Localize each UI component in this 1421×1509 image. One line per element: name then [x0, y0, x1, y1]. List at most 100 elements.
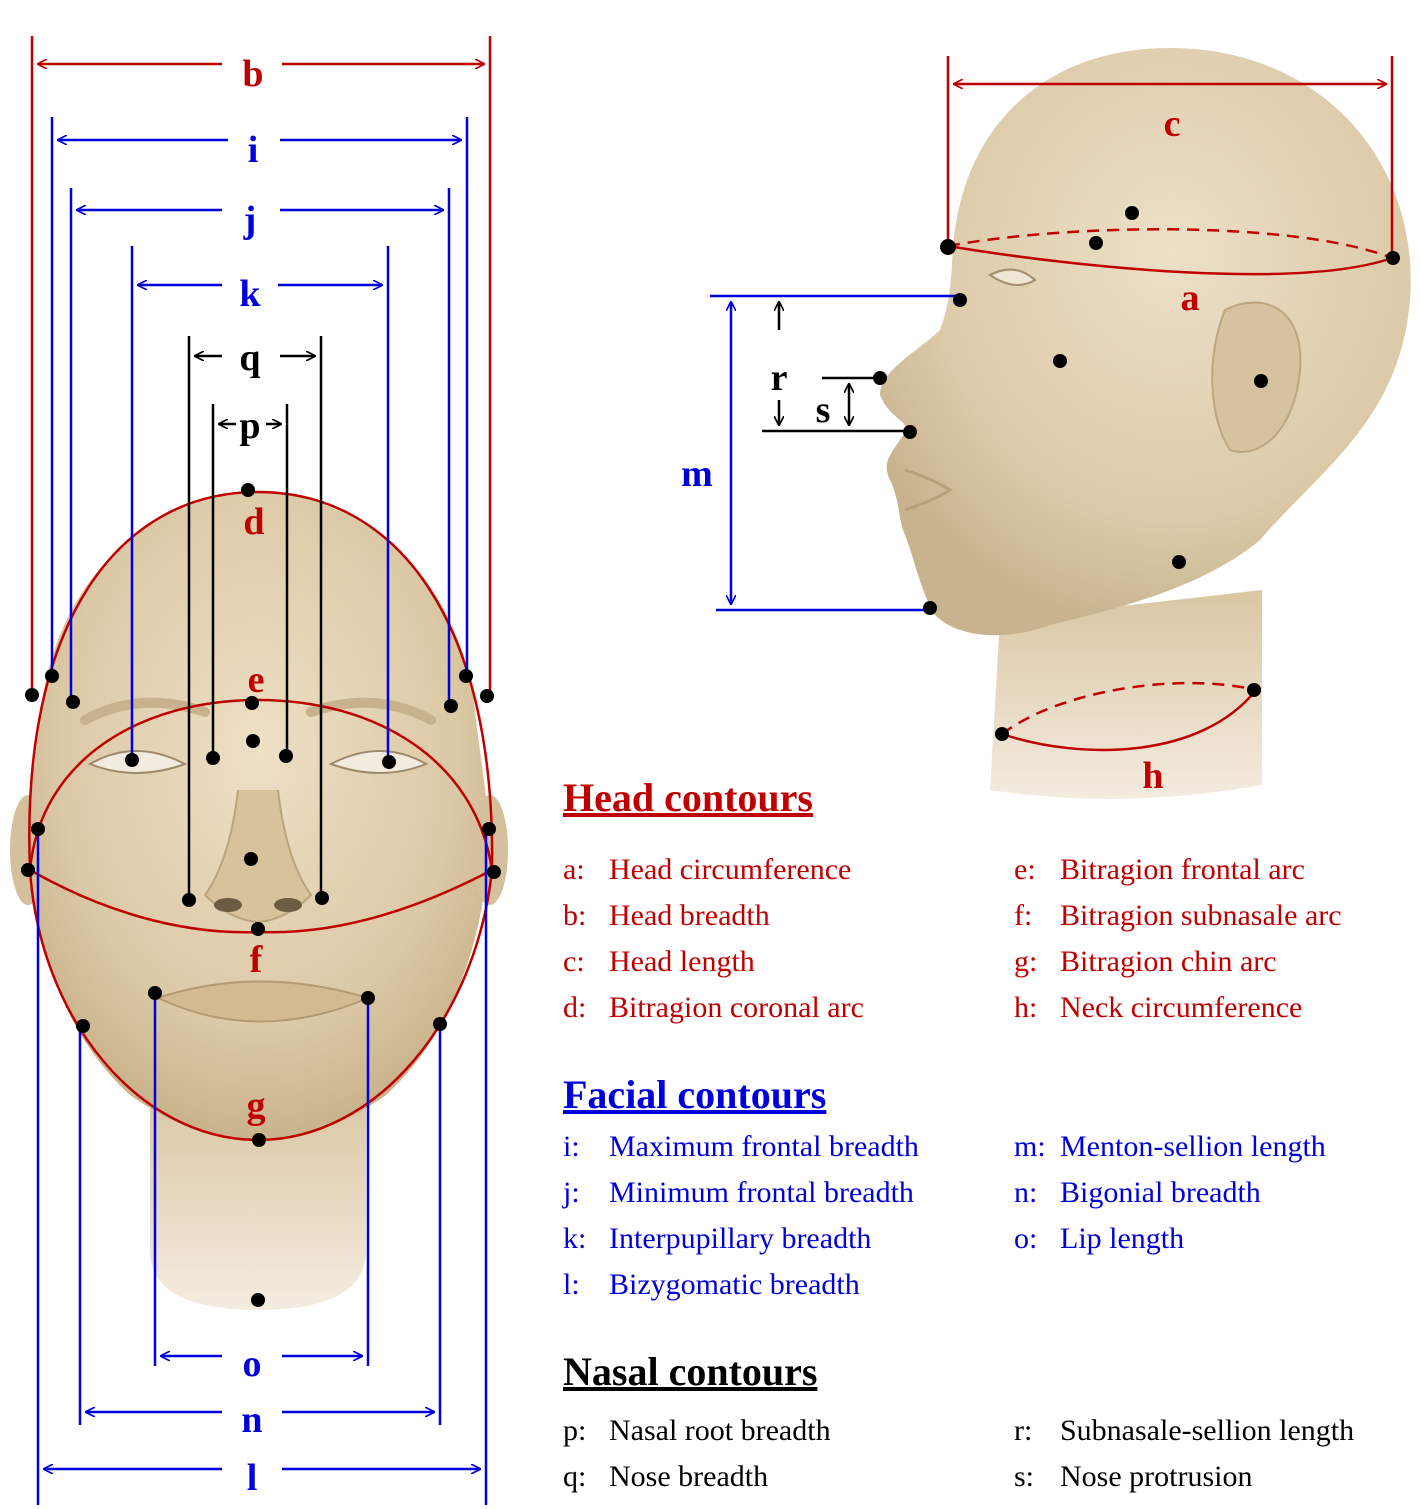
legend-text: Menton-sellion length — [1060, 1130, 1326, 1163]
legend-key: k: — [563, 1222, 587, 1255]
landmark-dot — [1172, 555, 1186, 569]
label-i: i — [248, 129, 259, 171]
landmark-dot — [245, 696, 259, 710]
landmark-dot — [361, 991, 375, 1005]
legend-key: f: — [1014, 899, 1033, 932]
label-f: f — [250, 939, 264, 981]
side-eye — [988, 268, 1037, 286]
right-ear — [472, 795, 508, 905]
landmark-dot — [487, 865, 501, 879]
landmark-dot — [482, 822, 496, 836]
legend-item-d: d:Bitragion coronal arc — [563, 990, 864, 1026]
landmark-dot — [31, 822, 45, 836]
front-guides-black — [187, 336, 323, 900]
side-lips — [904, 468, 953, 512]
legend-key: g: — [1014, 945, 1038, 978]
legend-text: Minimum frontal breadth — [609, 1176, 914, 1209]
landmark-dot — [76, 1019, 90, 1033]
legend-item-m: m: Menton-sellion length — [1014, 1129, 1326, 1165]
legend-item-l: l: Bizygomatic breadth — [563, 1267, 860, 1303]
legend-text: Nose protrusion — [1060, 1460, 1253, 1493]
label-a: a — [1181, 277, 1200, 319]
landmark-dot — [1386, 251, 1400, 265]
landmark-dot — [45, 669, 59, 683]
landmark-dot — [903, 425, 917, 439]
legend-item-o: o:Lip length — [1014, 1221, 1184, 1257]
front-neck — [150, 1090, 366, 1310]
legend-text: Subnasale-sellion length — [1060, 1414, 1355, 1447]
legend-item-i: i:Maximum frontal breadth — [563, 1129, 919, 1165]
legend-item-g: g: Bitragion chin arc — [1014, 944, 1277, 980]
landmark-dot — [241, 483, 255, 497]
label-q: q — [239, 337, 260, 379]
landmark-dot — [923, 601, 937, 615]
legend-text: Bitragion frontal arc — [1060, 853, 1305, 886]
legend-title-facial: Facial contours — [563, 1072, 827, 1117]
legend-text: Bitragion coronal arc — [609, 991, 864, 1024]
side-measurements — [710, 56, 1394, 752]
legend-key: c: — [563, 945, 585, 978]
legend-text: Bitragion chin arc — [1060, 945, 1277, 978]
landmark-dot — [480, 689, 494, 703]
legend-text: Bizygomatic breadth — [609, 1268, 860, 1301]
label-j: j — [243, 199, 257, 241]
legend-item-j: j: Minimum frontal breadth — [563, 1175, 914, 1211]
landmark-dot — [315, 891, 329, 905]
measurement-labels: b i j k q p d e f g o n l c a r s m h — [239, 53, 1199, 1499]
landmark-dot — [279, 749, 293, 763]
landmark-dot — [1247, 683, 1261, 697]
right-eye — [328, 750, 429, 774]
landmark-dot — [246, 734, 260, 748]
label-b: b — [242, 53, 263, 95]
label-p: p — [239, 405, 260, 447]
legend-text: Head length — [609, 945, 755, 978]
landmark-dot — [125, 753, 139, 767]
arc-a-back — [947, 228, 1393, 260]
legend-key: i: — [563, 1130, 580, 1163]
front-guides-blue — [36, 117, 488, 1505]
landmark-dot — [244, 852, 258, 866]
landmark-dot — [251, 922, 265, 936]
landmark-dot — [252, 1133, 266, 1147]
legend-key: r: — [1014, 1414, 1033, 1447]
landmark-dot — [206, 751, 220, 765]
label-n: n — [241, 1399, 262, 1441]
label-d: d — [243, 501, 264, 543]
label-o: o — [243, 1343, 262, 1385]
landmark-dot — [182, 893, 196, 907]
legend-key: m: — [1014, 1130, 1046, 1163]
landmark-dot — [433, 1017, 447, 1031]
front-dimension-arrows — [38, 64, 484, 1469]
label-k: k — [239, 273, 261, 315]
legend-key: l: — [563, 1268, 580, 1301]
landmark-dot — [382, 755, 396, 769]
legend-item-q: q:Nose breadth — [563, 1459, 768, 1495]
legend-key: j: — [563, 1176, 580, 1209]
legend-item-h: h:Neck circumference — [1014, 990, 1302, 1026]
legend-text: Bigonial breadth — [1060, 1176, 1261, 1209]
arc-h-back — [1001, 681, 1257, 735]
label-e: e — [248, 659, 265, 701]
front-head-illustration — [10, 492, 508, 1310]
landmark-dot — [148, 986, 162, 1000]
label-s: s — [816, 389, 831, 431]
legend-text: Head breadth — [609, 899, 770, 932]
landmark-dot — [873, 371, 887, 385]
legend-text: Interpupillary breadth — [609, 1222, 872, 1255]
legend-item-b: b:Head breadth — [563, 898, 770, 934]
side-landmarks — [873, 206, 1400, 741]
landmark-dot — [1125, 206, 1139, 220]
left-nostril — [214, 898, 242, 912]
side-head — [880, 48, 1411, 636]
landmark-dot — [251, 1293, 265, 1307]
legend-key: p: — [563, 1414, 587, 1447]
front-guides-red — [30, 36, 492, 695]
landmark-dot — [444, 699, 458, 713]
label-r: r — [771, 357, 788, 399]
legend-item-f: f:Bitragion subnasale arc — [1014, 898, 1342, 934]
front-landmarks — [21, 483, 501, 1307]
legend-key: o: — [1014, 1222, 1038, 1255]
landmark-dot — [21, 863, 35, 877]
legend-item-n: n:Bigonial breadth — [1014, 1175, 1261, 1211]
